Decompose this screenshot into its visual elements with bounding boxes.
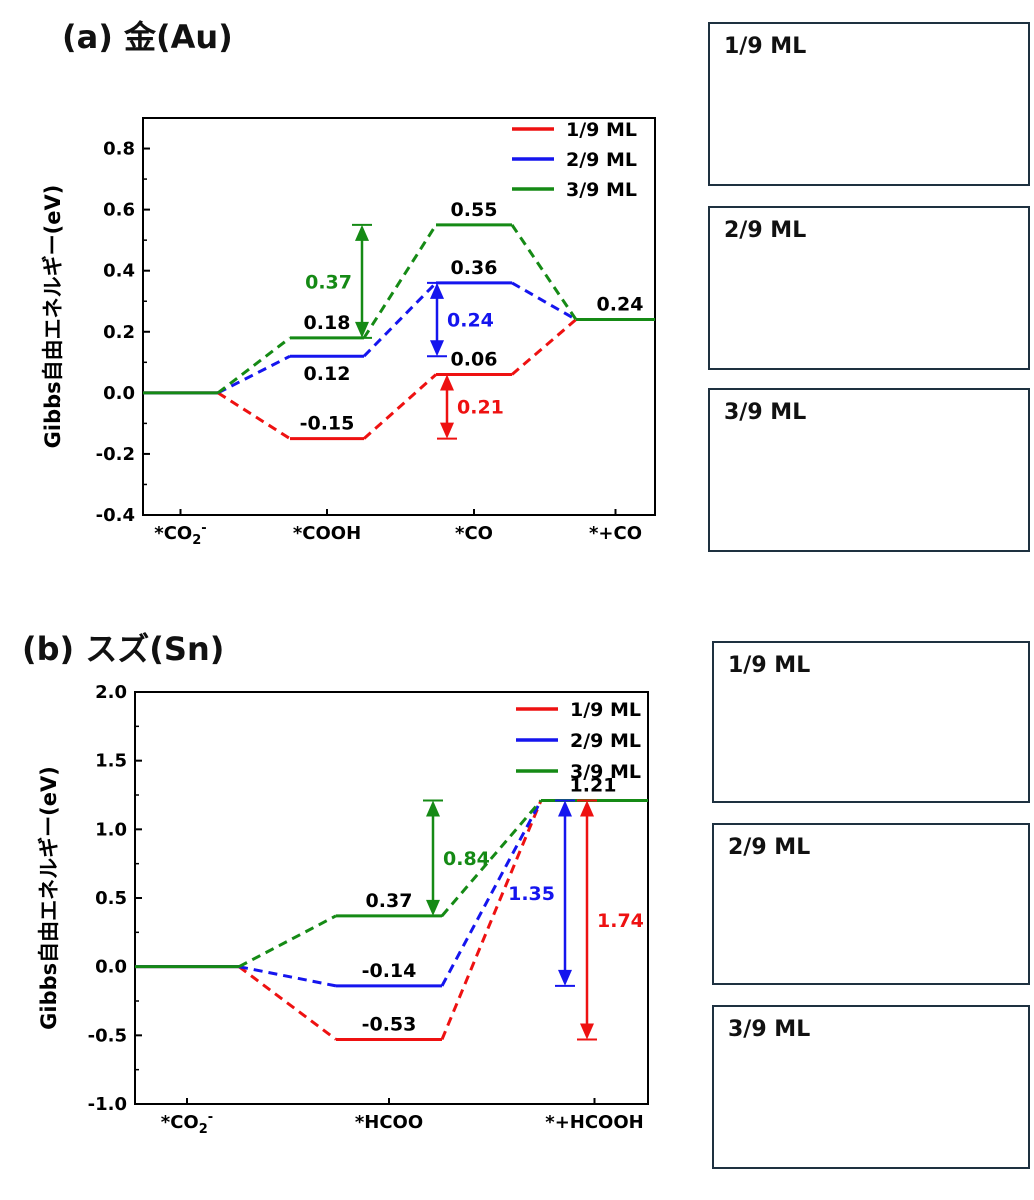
- level-value-label: 0.06: [451, 349, 498, 371]
- au-structure-1-9-ml: 1/9 ML: [708, 22, 1030, 186]
- energy-connector: [511, 281, 577, 321]
- y-tick-label: -1.0: [88, 1094, 127, 1115]
- level-value-label: -0.15: [300, 413, 355, 435]
- barrier-arrow-head: [355, 321, 369, 338]
- level-value-label: -0.53: [362, 1013, 417, 1035]
- y-tick-label: 0.0: [103, 383, 135, 404]
- barrier-value-label: 1.74: [597, 910, 644, 932]
- y-axis-label: Gibbs自由エネルギー(eV): [41, 185, 65, 449]
- legend-label: 2/9 ML: [570, 730, 641, 752]
- structure-label: 1/9 ML: [724, 34, 807, 59]
- y-axis-label: Gibbs自由エネルギー(eV): [37, 766, 61, 1030]
- level-value-label: 1.21: [570, 774, 617, 796]
- barrier-value-label: 0.21: [457, 397, 504, 419]
- barrier-value-label: 0.24: [447, 310, 494, 332]
- au-structure-3-9-ml: 3/9 ML: [708, 388, 1030, 552]
- sn-structure-3-9-ml: 3/9 ML: [712, 1005, 1030, 1169]
- barrier-arrow-head: [440, 374, 454, 391]
- level-value-label: 0.18: [304, 312, 351, 334]
- y-tick-label: 0.8: [103, 139, 135, 160]
- level-value-label: 0.36: [451, 257, 498, 279]
- x-tick-label: *HCOO: [355, 1112, 423, 1133]
- y-tick-label: 0.5: [95, 888, 127, 909]
- structure-label: 3/9 ML: [724, 400, 807, 425]
- y-tick-label: 0.2: [103, 322, 135, 343]
- barrier-arrow-head: [580, 800, 594, 817]
- energy-connector: [238, 965, 337, 988]
- y-tick-label: 2.0: [95, 682, 127, 703]
- legend-label: 3/9 ML: [570, 761, 641, 783]
- energy-connector: [238, 965, 337, 1041]
- energy-connector: [362, 224, 438, 339]
- y-tick-label: 1.0: [95, 819, 127, 840]
- sn-structure-2-9-ml: 2/9 ML: [712, 823, 1030, 985]
- energy-connector: [217, 354, 291, 395]
- legend-label: 2/9 ML: [566, 149, 637, 171]
- level-value-label: 0.37: [366, 890, 413, 912]
- panel-b-title: (b) スズ(Sn): [22, 630, 225, 668]
- structure-label: 2/9 ML: [728, 835, 811, 860]
- y-tick-label: 0.0: [95, 957, 127, 978]
- y-tick-label: 1.5: [95, 751, 127, 772]
- energy-connector: [362, 281, 438, 358]
- x-tick-label: *COOH: [293, 523, 361, 544]
- barrier-value-label: 0.84: [443, 848, 490, 870]
- sn-structure-1-9-ml: 1/9 ML: [712, 641, 1030, 803]
- x-tick-label: *CO2-: [154, 521, 206, 548]
- energy-connector: [440, 799, 543, 1041]
- energy-connector: [363, 373, 437, 440]
- energy-connector: [511, 318, 577, 376]
- y-tick-label: 0.6: [103, 200, 135, 221]
- structure-label: 3/9 ML: [728, 1017, 811, 1042]
- energy-connector: [217, 336, 291, 395]
- panel-a-title: (a) 金(Au): [62, 18, 233, 56]
- x-tick-label: *CO: [455, 523, 493, 544]
- legend-label: 3/9 ML: [566, 179, 637, 201]
- x-tick-label: *CO2-: [161, 1110, 213, 1137]
- legend-label: 1/9 ML: [566, 119, 637, 141]
- structure-label: 2/9 ML: [724, 218, 807, 243]
- barrier-arrow-head: [580, 1023, 594, 1040]
- y-tick-label: -0.2: [96, 444, 135, 465]
- x-tick-label: *+CO: [589, 523, 642, 544]
- level-value-label: -0.14: [362, 960, 417, 982]
- barrier-arrow-head: [440, 422, 454, 439]
- barrier-value-label: 0.37: [305, 271, 352, 293]
- structure-label: 1/9 ML: [728, 653, 811, 678]
- energy-connector: [238, 914, 337, 968]
- barrier-arrow-head: [430, 340, 444, 357]
- y-tick-label: 0.4: [103, 261, 135, 282]
- y-tick-label: -0.4: [96, 505, 135, 526]
- energy-connector: [217, 391, 291, 440]
- level-value-label: 0.12: [304, 363, 351, 385]
- barrier-value-label: 1.35: [508, 883, 555, 905]
- barrier-arrow-head: [430, 282, 444, 299]
- energy-connector: [510, 224, 578, 321]
- barrier-arrow-head: [426, 800, 440, 817]
- x-tick-label: *+HCOOH: [545, 1112, 643, 1133]
- energy-connector: [440, 799, 543, 917]
- legend-label: 1/9 ML: [570, 699, 641, 721]
- level-value-label: 0.24: [597, 294, 644, 316]
- barrier-arrow-head: [426, 899, 440, 916]
- energy-connector: [440, 799, 543, 987]
- y-tick-label: -0.5: [88, 1025, 127, 1046]
- plot-frame: [142, 117, 656, 516]
- barrier-arrow-head: [355, 224, 369, 241]
- barrier-arrow-head: [558, 800, 572, 817]
- barrier-arrow-head: [558, 969, 572, 986]
- au-structure-2-9-ml: 2/9 ML: [708, 206, 1030, 370]
- level-value-label: 0.55: [451, 199, 498, 221]
